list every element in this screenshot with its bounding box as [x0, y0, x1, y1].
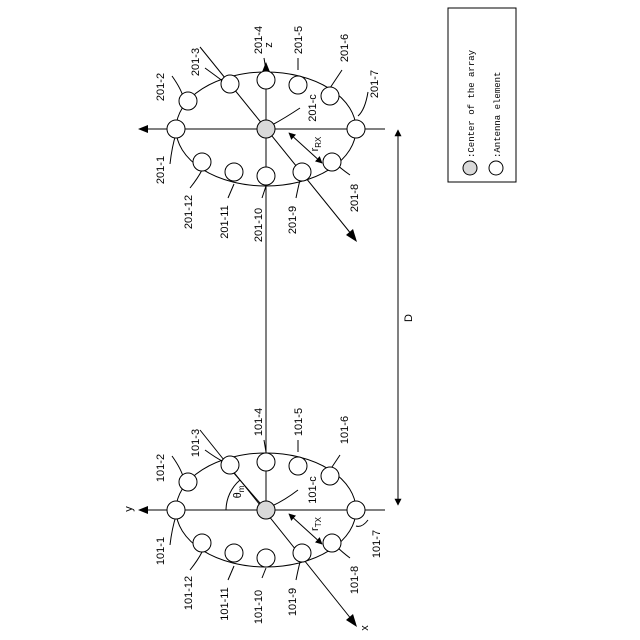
legend-center-text: :Center of the array	[467, 49, 477, 158]
distance-label: D	[403, 314, 415, 322]
element-label: 201-8	[349, 184, 361, 212]
element-label: 101-2	[155, 454, 167, 482]
array-center	[257, 501, 275, 519]
tx-center-label: 101-c	[307, 476, 319, 504]
antenna-element	[225, 163, 243, 181]
element-label: 201-11	[219, 205, 231, 238]
element-label: 201-3	[190, 48, 202, 76]
antenna-element	[347, 120, 365, 138]
antenna-element	[347, 501, 365, 519]
antenna-element	[289, 457, 307, 475]
legend-box	[448, 8, 516, 182]
element-label: 201-4	[253, 26, 265, 54]
rx-center-label: 201-c	[307, 94, 319, 122]
element-label: 101-6	[339, 416, 351, 444]
antenna-element	[179, 92, 197, 110]
element-label: 201-7	[369, 70, 381, 98]
leader-line	[296, 562, 300, 580]
leader-line	[330, 70, 342, 88]
antenna-element	[257, 453, 275, 471]
antenna-element	[321, 467, 339, 485]
antenna-element	[167, 120, 185, 138]
element-label: 101-8	[349, 566, 361, 594]
element-label: 101-12	[183, 576, 195, 610]
legend-element-swatch	[489, 161, 503, 175]
element-label: 101-5	[293, 408, 305, 436]
antenna-element	[221, 75, 239, 93]
antenna-element	[289, 76, 307, 94]
rx-elements	[167, 71, 365, 185]
array-center	[257, 120, 275, 138]
antenna-element	[257, 71, 275, 89]
leader-line	[190, 170, 202, 188]
antenna-element	[323, 153, 341, 171]
element-label: 101-9	[287, 588, 299, 616]
rx-radius-label: rRX	[309, 136, 323, 151]
leader-line	[228, 566, 234, 580]
antenna-element	[225, 544, 243, 562]
leader-line	[190, 552, 202, 570]
antenna-element	[179, 473, 197, 491]
element-label: 201-5	[293, 26, 305, 54]
antenna-element	[323, 534, 341, 552]
legend-element-text: :Antenna element	[493, 72, 503, 158]
antenna-element	[321, 87, 339, 105]
element-label: 101-7	[371, 530, 383, 558]
element-label: 201-12	[183, 195, 195, 229]
rx-diagonal-arrowhead	[346, 229, 357, 242]
antenna-element	[257, 549, 275, 567]
y-axis-label: y	[123, 506, 135, 512]
element-label: 101-10	[253, 590, 265, 624]
legend-center-swatch	[463, 161, 477, 175]
tx-radius-label: rTX	[309, 516, 323, 531]
antenna-element	[193, 534, 211, 552]
leader-line	[228, 184, 234, 198]
leader-line	[205, 68, 224, 82]
antenna-element	[167, 501, 185, 519]
rx-transverse-arrowhead	[138, 125, 148, 133]
y-axis-arrowhead	[138, 506, 148, 514]
leader-line	[262, 186, 266, 198]
antenna-element	[221, 456, 239, 474]
tx-angle-label: θm	[232, 485, 246, 498]
element-label: 201-10	[253, 208, 265, 242]
element-label: 101-11	[219, 587, 231, 620]
leader-line	[170, 134, 176, 164]
element-label: 201-1	[155, 156, 167, 184]
element-label: 101-1	[155, 537, 167, 565]
leader-line	[272, 490, 298, 506]
leader-line	[262, 568, 266, 578]
element-label: 201-6	[339, 34, 351, 62]
antenna-element	[293, 163, 311, 181]
legend: :Center of the array :Antenna element	[448, 8, 516, 182]
x-axis-label: x	[359, 625, 371, 631]
x-axis-arrowhead	[346, 614, 357, 627]
antenna-element	[193, 153, 211, 171]
element-label: 201-9	[287, 206, 299, 234]
antenna-element	[257, 167, 275, 185]
antenna-element	[293, 544, 311, 562]
element-label: 201-2	[155, 73, 167, 101]
element-label: 101-3	[190, 429, 202, 457]
element-label: 101-4	[253, 408, 265, 436]
leader-line	[356, 520, 368, 526]
leader-line	[272, 108, 300, 125]
leader-line	[358, 92, 368, 116]
leader-line	[170, 516, 176, 545]
